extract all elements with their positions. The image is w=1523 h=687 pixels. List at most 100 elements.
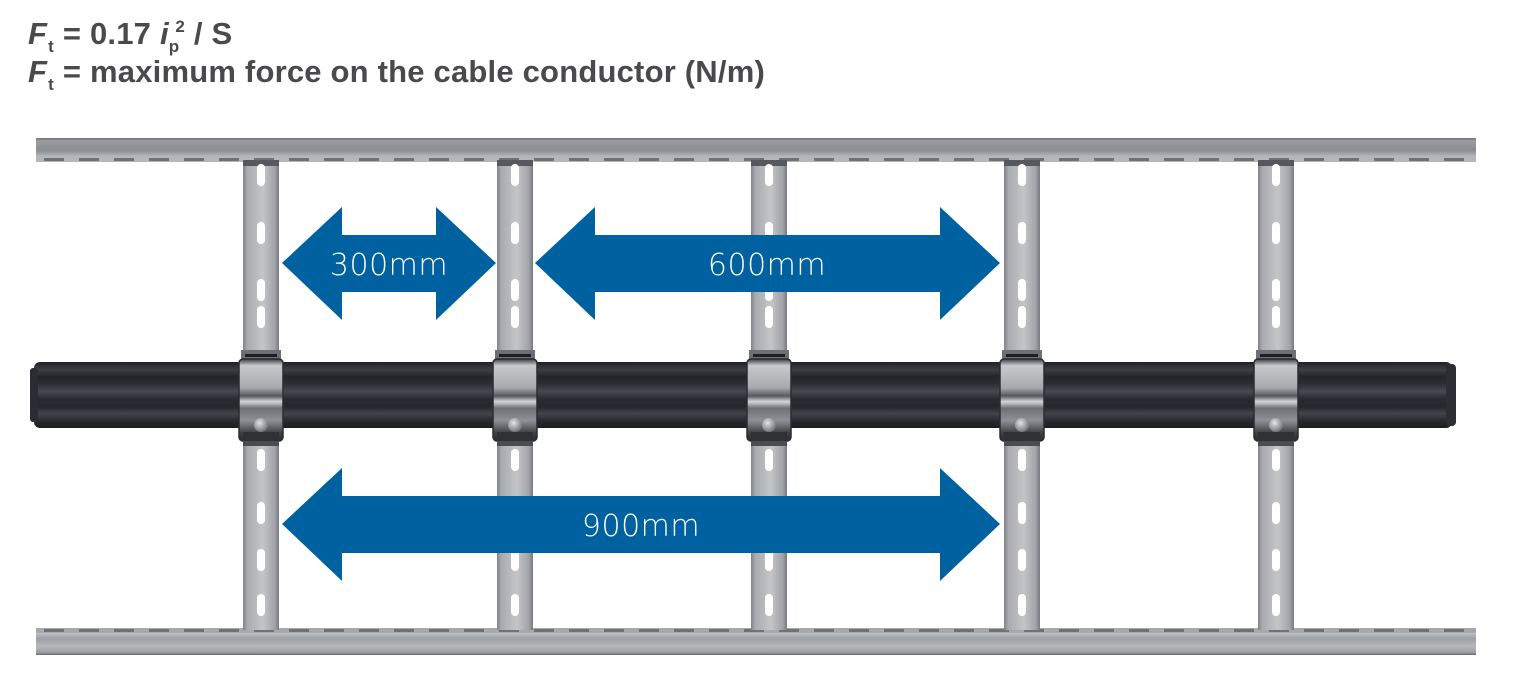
rail-slot bbox=[1409, 158, 1429, 161]
arrow-900mm: 900mm bbox=[282, 468, 1000, 581]
rail-slot bbox=[954, 158, 974, 161]
force-definition: maximum force on the cable conductor (N/… bbox=[89, 54, 765, 89]
cable bbox=[30, 362, 1456, 428]
rung-slot bbox=[511, 549, 519, 571]
rail-slot bbox=[1269, 158, 1289, 161]
equals-sign: = bbox=[62, 54, 82, 89]
rung-slot bbox=[511, 449, 519, 471]
rung-slot bbox=[1272, 549, 1280, 571]
rail-slot bbox=[44, 629, 64, 632]
double-arrow-300 bbox=[282, 207, 496, 320]
double-arrow-900 bbox=[282, 468, 1000, 581]
arrow-300mm: 300mm bbox=[282, 207, 496, 320]
top-rail bbox=[36, 138, 1476, 162]
rail-slot bbox=[1164, 629, 1184, 632]
rail-slot bbox=[1304, 158, 1324, 161]
rail-slot bbox=[394, 629, 414, 632]
label-600mm: 600mm bbox=[708, 248, 826, 283]
rung-slot bbox=[1272, 164, 1280, 186]
rung-slot bbox=[257, 222, 265, 244]
rail-slot bbox=[884, 158, 904, 161]
double-arrow-600 bbox=[535, 207, 1000, 320]
rung-slot bbox=[1018, 279, 1026, 301]
rung-slot bbox=[257, 549, 265, 571]
rail-slot bbox=[1234, 158, 1254, 161]
force-symbol: F bbox=[28, 54, 48, 89]
rail-slot bbox=[989, 629, 1009, 632]
rung-slot bbox=[765, 449, 773, 471]
rung-slot bbox=[765, 164, 773, 186]
rail-slot bbox=[1444, 158, 1464, 161]
rail-slot bbox=[1059, 629, 1079, 632]
rung-slot bbox=[1272, 279, 1280, 301]
rung-slot bbox=[765, 594, 773, 616]
rung-slot bbox=[257, 306, 265, 328]
rung-slot bbox=[257, 594, 265, 616]
cleat bbox=[999, 350, 1045, 446]
rail-slot bbox=[324, 158, 344, 161]
rail-slot bbox=[1269, 629, 1289, 632]
rung-slot bbox=[1018, 502, 1026, 524]
current-subscript: p bbox=[168, 37, 180, 56]
rail-slot bbox=[499, 629, 519, 632]
rung-slot bbox=[511, 594, 519, 616]
rung-slot bbox=[1272, 306, 1280, 328]
rail-slot bbox=[149, 629, 169, 632]
rail-slot bbox=[849, 629, 869, 632]
rail-slot bbox=[1339, 158, 1359, 161]
label-900mm: 900mm bbox=[582, 509, 700, 544]
rail-slot bbox=[114, 158, 134, 161]
rail-slot bbox=[674, 158, 694, 161]
rail-slot bbox=[779, 629, 799, 632]
bolt-icon bbox=[1269, 418, 1283, 432]
arrow-600mm: 600mm bbox=[535, 207, 1000, 320]
rung-slot bbox=[1018, 306, 1026, 328]
rung-slot bbox=[257, 502, 265, 524]
rail-slot bbox=[569, 158, 589, 161]
rail-slot bbox=[79, 629, 99, 632]
rail-slot bbox=[1199, 629, 1219, 632]
rail-slot bbox=[569, 629, 589, 632]
rail-slot bbox=[1024, 158, 1044, 161]
rail-slot bbox=[604, 158, 624, 161]
bottom-rail-slots bbox=[44, 629, 1464, 632]
label-300mm: 300mm bbox=[330, 248, 448, 283]
top-rail-slots bbox=[44, 158, 1464, 161]
bolt-icon bbox=[762, 418, 776, 432]
rung-slot bbox=[257, 449, 265, 471]
cleat bbox=[492, 350, 538, 446]
rail-slot bbox=[604, 629, 624, 632]
rung-slot bbox=[1018, 222, 1026, 244]
rung-slot bbox=[511, 222, 519, 244]
divider: / bbox=[193, 16, 203, 51]
rail-slot bbox=[1094, 629, 1114, 632]
rail-slot bbox=[919, 629, 939, 632]
bottom-rail bbox=[36, 628, 1476, 655]
force-subscript: t bbox=[48, 75, 55, 94]
rail-slot bbox=[744, 629, 764, 632]
rail-slot bbox=[814, 629, 834, 632]
rung-slot bbox=[511, 164, 519, 186]
rail-slot bbox=[1374, 629, 1394, 632]
current-symbol: i bbox=[159, 16, 169, 51]
rail-slot bbox=[359, 629, 379, 632]
rail-slot bbox=[639, 158, 659, 161]
rail-slot bbox=[1409, 629, 1429, 632]
rail-slot bbox=[1129, 158, 1149, 161]
rail-slot bbox=[1234, 629, 1254, 632]
formula-line-1: Ft = 0.17 ip2 / S bbox=[28, 18, 232, 55]
rail-slot bbox=[1304, 629, 1324, 632]
rail-slot bbox=[499, 158, 519, 161]
bolt-icon bbox=[508, 418, 522, 432]
rail-slot bbox=[254, 629, 274, 632]
rail-slot bbox=[1199, 158, 1219, 161]
rung-slot bbox=[1272, 502, 1280, 524]
cleat bbox=[1253, 350, 1299, 446]
rail-slot bbox=[289, 158, 309, 161]
rail-slot bbox=[254, 158, 274, 161]
rung-slot bbox=[1272, 594, 1280, 616]
rail-slot bbox=[1339, 629, 1359, 632]
rung-slot bbox=[1272, 449, 1280, 471]
exponent: 2 bbox=[175, 17, 186, 36]
